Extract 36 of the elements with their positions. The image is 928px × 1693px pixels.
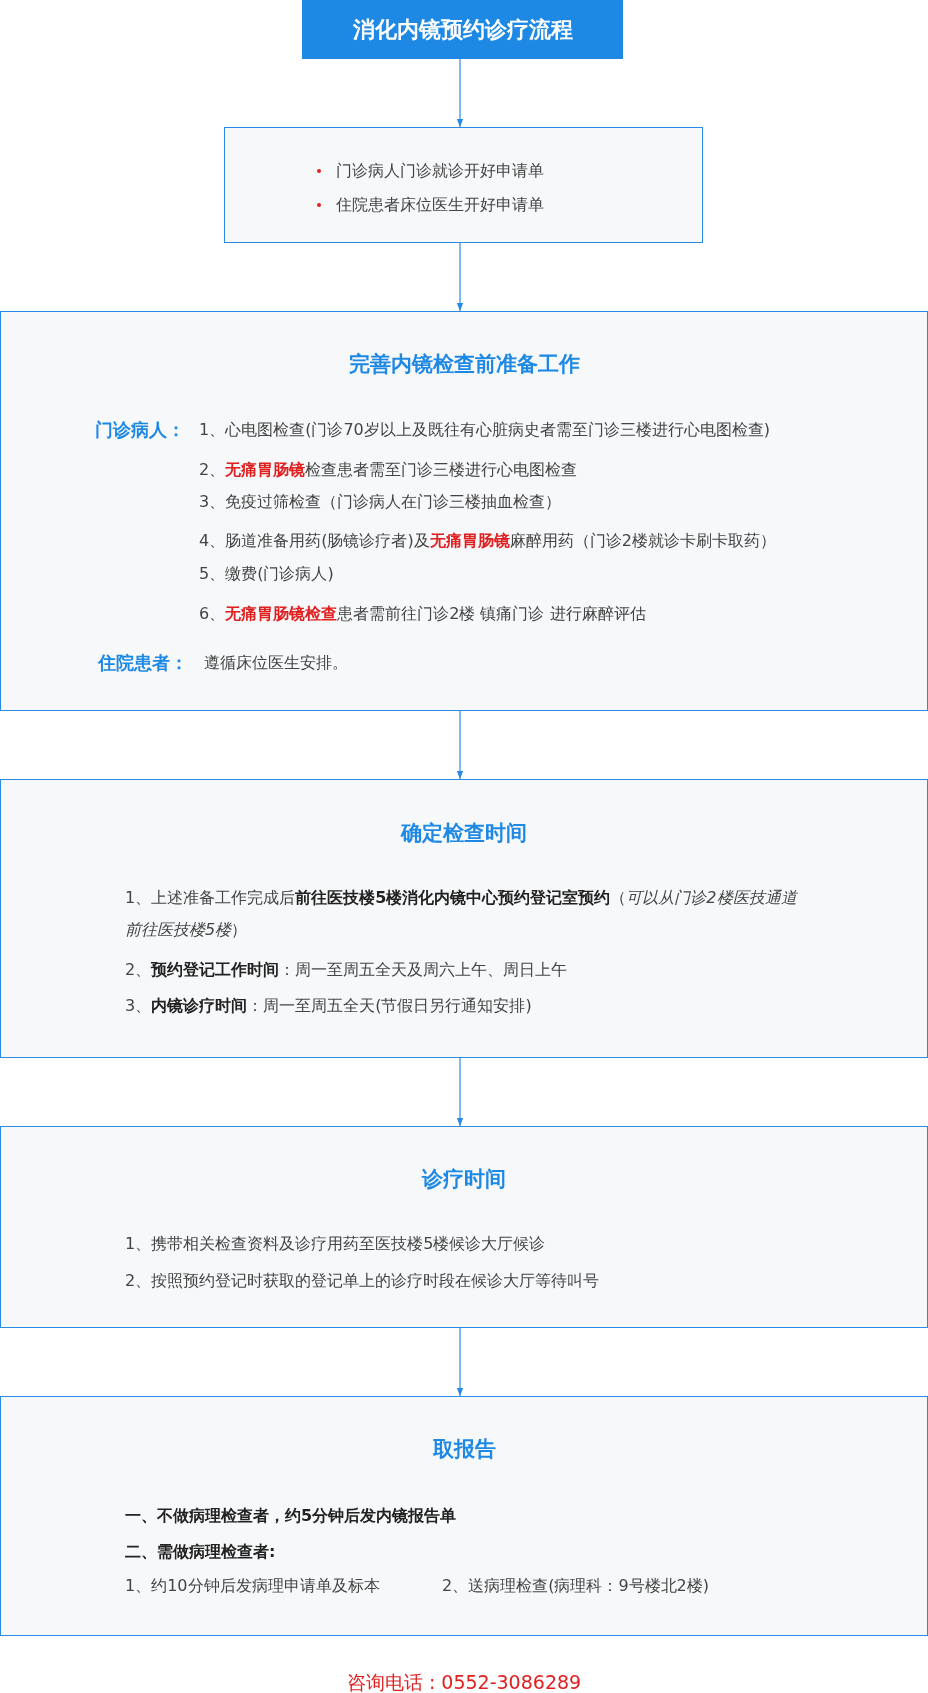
step-box	[0, 1126, 928, 1328]
heading: 取报告	[431, 1436, 497, 1463]
step-text: 遵循床位医生安排。	[204, 652, 348, 674]
heading: 确定检查时间	[399, 820, 528, 847]
step-text: 2、按照预约登记时获取的登记单上的诊疗时段在候诊大厅等待叫号	[125, 1270, 600, 1292]
step-text: 2、无痛胃肠镜检查患者需至门诊三楼进行心电图检查	[199, 459, 578, 481]
arrow	[456, 58, 464, 128]
step-text: 1、上述准备工作完成后前往医技楼5楼消化内镜中心预约登记室预约（可以从门诊2楼医技通道前往医技楼5楼）	[125, 887, 799, 941]
step-text: 1、约10分钟后发病理申请单及标本	[125, 1575, 380, 1597]
step-text: 一、不做病理检查者，约5分钟后发内镜报告单	[125, 1505, 457, 1527]
heading: 完善内镜检查前准备工作	[347, 351, 581, 378]
step-text: 4、肠道准备用药(肠镜诊疗者)及无痛胃肠镜麻醉用药（门诊2楼就诊卡刷卡取药）	[199, 530, 776, 552]
category-label: 门诊病人：	[95, 419, 185, 441]
arrow	[456, 710, 464, 780]
arrow	[456, 242, 464, 312]
heading: 诊疗时间	[420, 1166, 507, 1193]
step-box	[0, 779, 928, 1058]
step-text: 二、需做病理检查者:	[125, 1541, 276, 1563]
step-text: 门诊病人门诊就诊开好申请单	[336, 160, 544, 182]
title-box: 消化内镜预约诊疗流程	[302, 0, 623, 59]
step-text: 5、缴费(门诊病人)	[199, 563, 334, 585]
step-text: 2、预约登记工作时间：周一至周五全天及周六上午、周日上午	[125, 959, 568, 981]
step-text: 1、携带相关检查资料及诊疗用药至医技楼5楼候诊大厅候诊	[125, 1233, 546, 1255]
phone-number: 咨询电话 : 0552-3086289	[346, 1671, 582, 1693]
step-box	[0, 1396, 928, 1636]
step-text: 2、送病理检查(病理科：9号楼北2楼)	[442, 1575, 710, 1597]
step-box	[224, 127, 703, 243]
step-text: 3、内镜诊疗时间：周一至周五全天(节假日另行通知安排)	[125, 995, 532, 1017]
arrow	[456, 1057, 464, 1127]
arrow	[456, 1327, 464, 1397]
step-text: 1、心电图检查(门诊70岁以上及既往有心脏病史者需至门诊三楼进行心电图检查)	[199, 419, 771, 441]
category-label: 住院患者：	[98, 652, 188, 674]
step-box	[0, 311, 928, 711]
step-text: 住院患者床位医生开好申请单	[336, 194, 544, 216]
step-text: 6、无痛胃肠镜检查患者需前往门诊2楼 镇痛门诊 进行麻醉评估	[199, 603, 646, 625]
step-text: 3、免疫过筛检查（门诊病人在门诊三楼抽血检查）	[199, 491, 562, 513]
